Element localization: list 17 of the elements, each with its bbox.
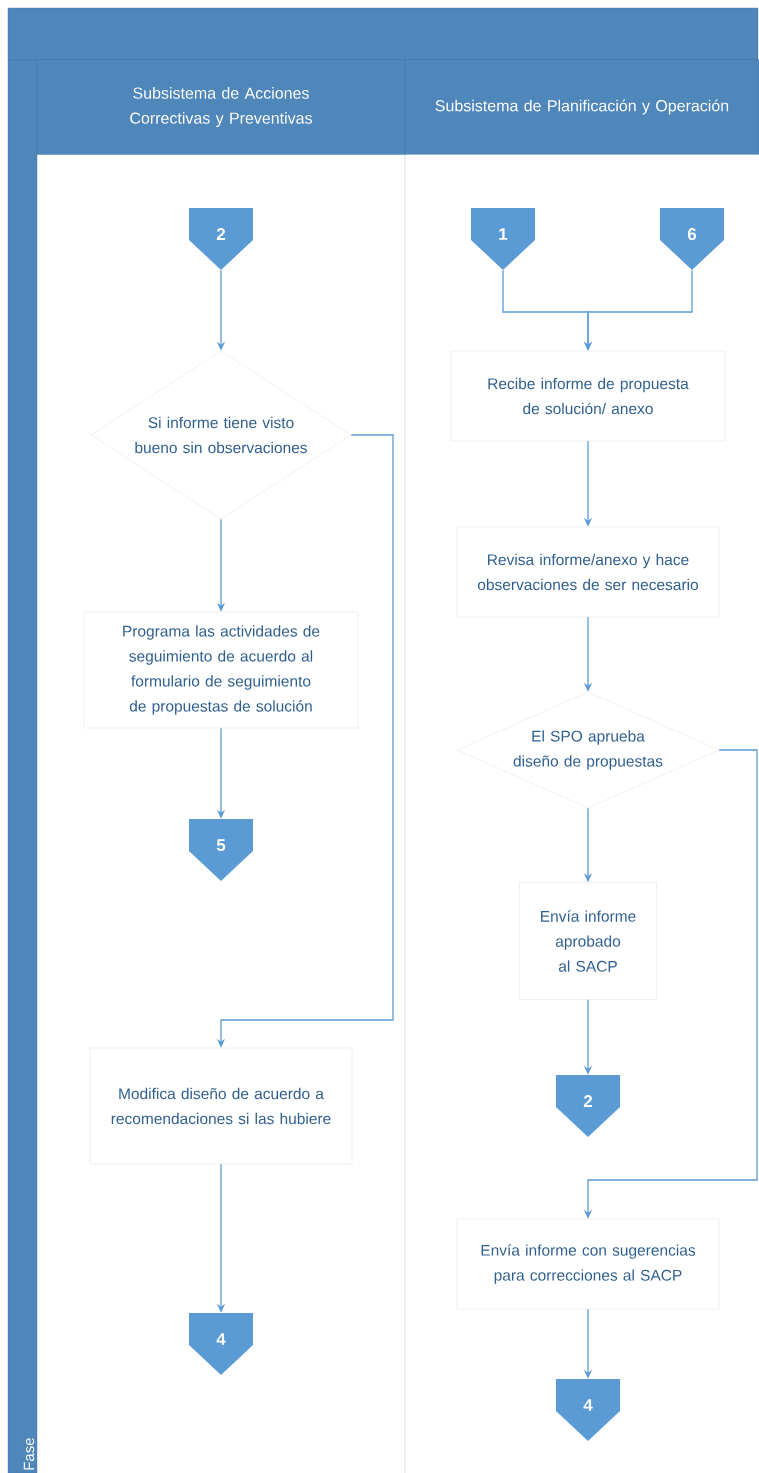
process-box: Programa las actividades de seguimiento de acuerdo al formulario de seguimiento de propuestas de solución [83,611,359,729]
off-page-connector: 4 [556,1379,620,1441]
process-box: Revisa informe/anexo y hace observaciones de ser necesario [456,526,720,618]
off-page-connector: 4 [189,1313,253,1375]
process-box: Recibe informe de propuesta de solución/ anexo [450,350,726,442]
lane-header: Subsistema de Acciones Correctivas y Preventivas [36,59,406,155]
process-box: Envía informe aprobado al SACP [519,882,657,1000]
node-label: Subsistema de Planificación y Operación [435,99,729,115]
off-page-connector: 2 [189,208,253,270]
lane-header: Subsistema de Planificación y Operación [404,59,759,155]
off-page-connector: 1 [471,208,535,270]
off-page-connector: 5 [189,819,253,881]
phase-band: Fase [7,59,38,1473]
process-box: Envía informe con sugerencias para correcciones al SACP [456,1218,720,1310]
off-page-connector: 2 [556,1075,620,1137]
process-box: Modifica diseño de acuerdo a recomendaciones si las hubiere [89,1047,353,1165]
off-page-connector: 6 [660,208,724,270]
